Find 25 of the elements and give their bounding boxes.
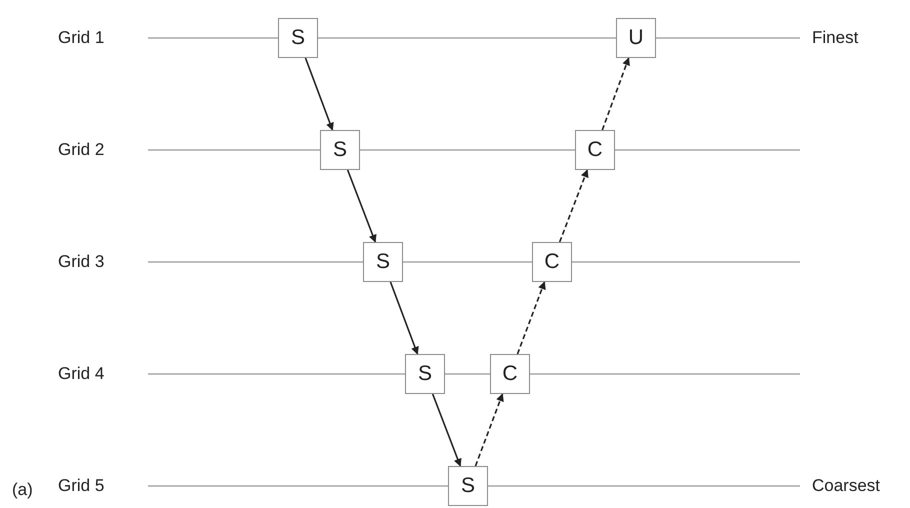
arrow	[346, 170, 376, 243]
step-box: S	[320, 130, 360, 170]
step-box: C	[490, 354, 530, 394]
grid-label: Coarsest	[812, 476, 880, 496]
step-box: S	[405, 354, 445, 394]
step-box: C	[532, 242, 572, 282]
grid-label: Grid 5	[58, 476, 104, 496]
step-box: S	[448, 466, 488, 506]
step-box: S	[363, 242, 403, 282]
arrow	[602, 57, 630, 130]
arrow	[474, 393, 504, 466]
step-box: U	[616, 18, 656, 58]
panel-label: (a)	[12, 480, 33, 500]
step-box: S	[278, 18, 318, 58]
grid-label: Grid 1	[58, 28, 104, 48]
arrow	[558, 169, 588, 242]
grid-label: Finest	[812, 28, 858, 48]
grid-label: Grid 4	[58, 364, 104, 384]
arrow	[390, 282, 419, 355]
grid-label: Grid 3	[58, 252, 104, 272]
arrow	[432, 394, 462, 467]
arrow	[304, 58, 334, 131]
step-box: C	[575, 130, 615, 170]
grid-label: Grid 2	[58, 140, 104, 160]
arrow	[516, 281, 546, 354]
